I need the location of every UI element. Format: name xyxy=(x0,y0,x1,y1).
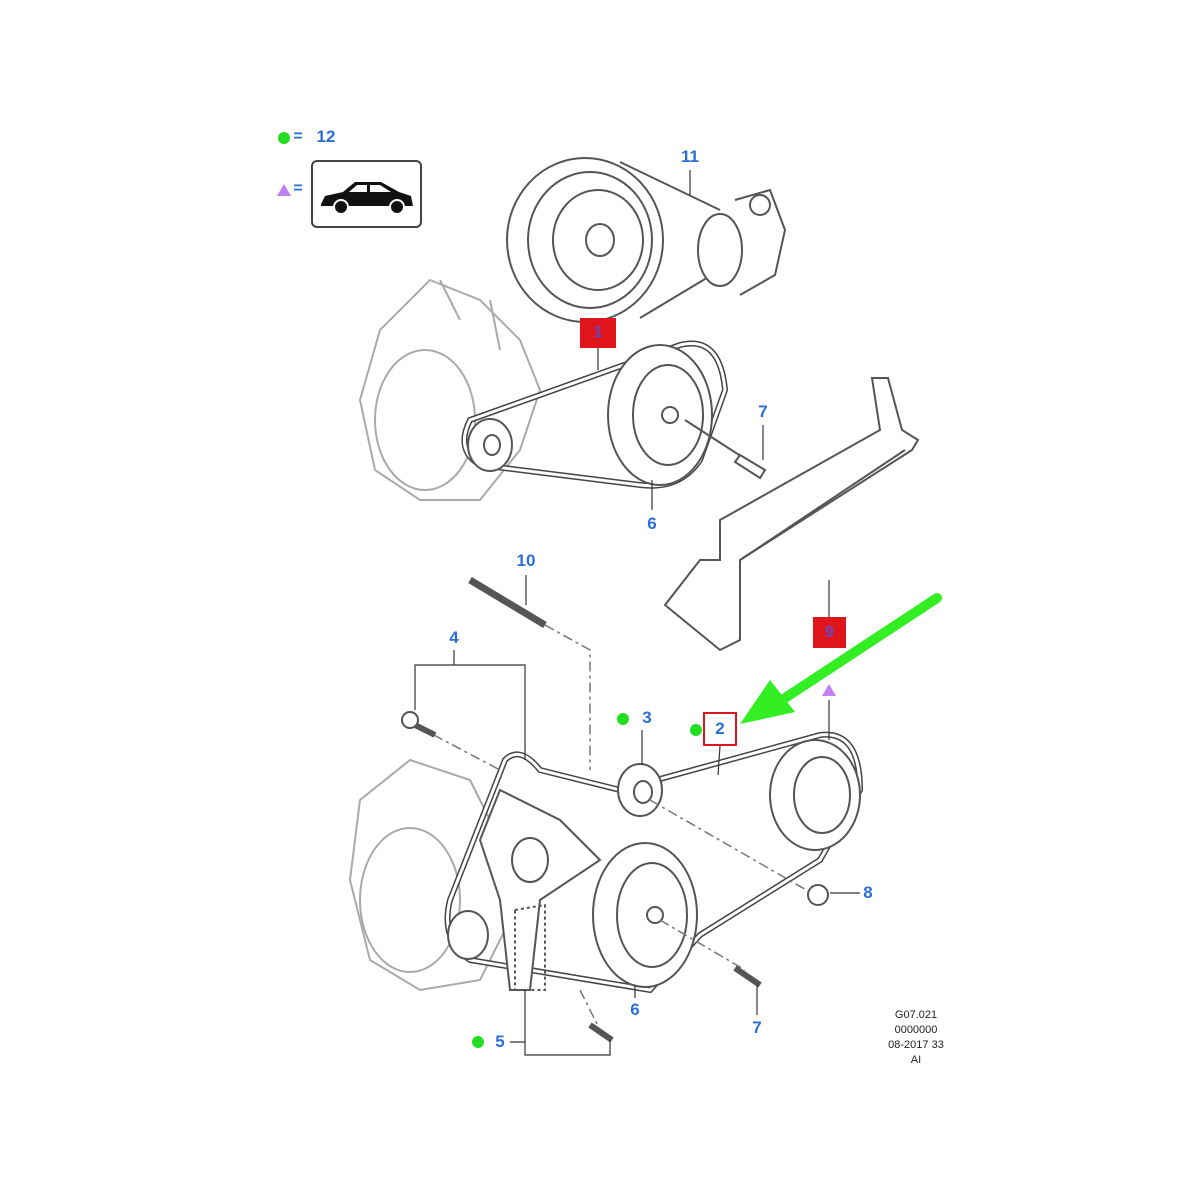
callout-7-top[interactable]: 7 xyxy=(758,402,768,421)
code-line: G07.021 xyxy=(894,1009,938,1021)
callout-5[interactable]: 5 xyxy=(495,1032,505,1051)
green-dot-icon xyxy=(617,713,629,725)
green-dot-icon xyxy=(690,724,702,736)
callout-2-highlighted[interactable]: 2 xyxy=(703,712,737,746)
crank-pulley-bottom xyxy=(592,842,698,988)
callout-10[interactable]: 10 xyxy=(516,551,536,570)
callout-7-bottom[interactable]: 7 xyxy=(752,1018,762,1037)
green-dot-icon xyxy=(278,132,290,144)
shield xyxy=(663,377,920,652)
bolt-5 xyxy=(588,1022,614,1043)
legend-dot-value: 12 xyxy=(316,127,336,146)
code-line: 0000000 xyxy=(894,1024,938,1036)
callout-11[interactable]: 11 xyxy=(681,147,699,166)
stud-10 xyxy=(468,576,547,629)
crank-pulley-top xyxy=(607,344,713,486)
code-line: AI xyxy=(910,1054,922,1066)
callout-8[interactable]: 8 xyxy=(863,883,873,902)
car-hatchback-icon xyxy=(311,160,422,228)
power-steering-pulley xyxy=(506,157,664,323)
legend-equals: = xyxy=(293,128,303,145)
alternator-bottom xyxy=(348,758,512,992)
callout-1-highlighted[interactable]: 1 xyxy=(580,318,616,348)
callout-9-highlighted[interactable]: 9 xyxy=(813,617,846,648)
alternator-pulley-bottom xyxy=(447,910,489,960)
idler-pulley-3 xyxy=(617,763,663,817)
power-steering-pump xyxy=(697,188,787,296)
bolt-7-bottom xyxy=(733,965,762,988)
callout-6-top[interactable]: 6 xyxy=(647,514,657,533)
legend-equals: = xyxy=(293,180,303,197)
callout-3[interactable]: 3 xyxy=(642,708,652,727)
alternator-pulley-top xyxy=(467,418,513,472)
callout-6-bottom[interactable]: 6 xyxy=(630,1000,640,1019)
tensioner xyxy=(478,788,602,991)
code-line: 08-2017 33 xyxy=(888,1039,944,1051)
nut-8 xyxy=(807,884,829,906)
callout-4[interactable]: 4 xyxy=(449,628,459,647)
purple-triangle-icon xyxy=(277,184,291,196)
diagram-code: G07.021 0000000 08-2017 33 AI xyxy=(880,1008,952,1068)
purple-triangle-icon xyxy=(822,684,836,696)
water-pump-pulley xyxy=(769,739,861,851)
highlight-arrow xyxy=(740,593,942,724)
green-dot-icon xyxy=(472,1036,484,1048)
